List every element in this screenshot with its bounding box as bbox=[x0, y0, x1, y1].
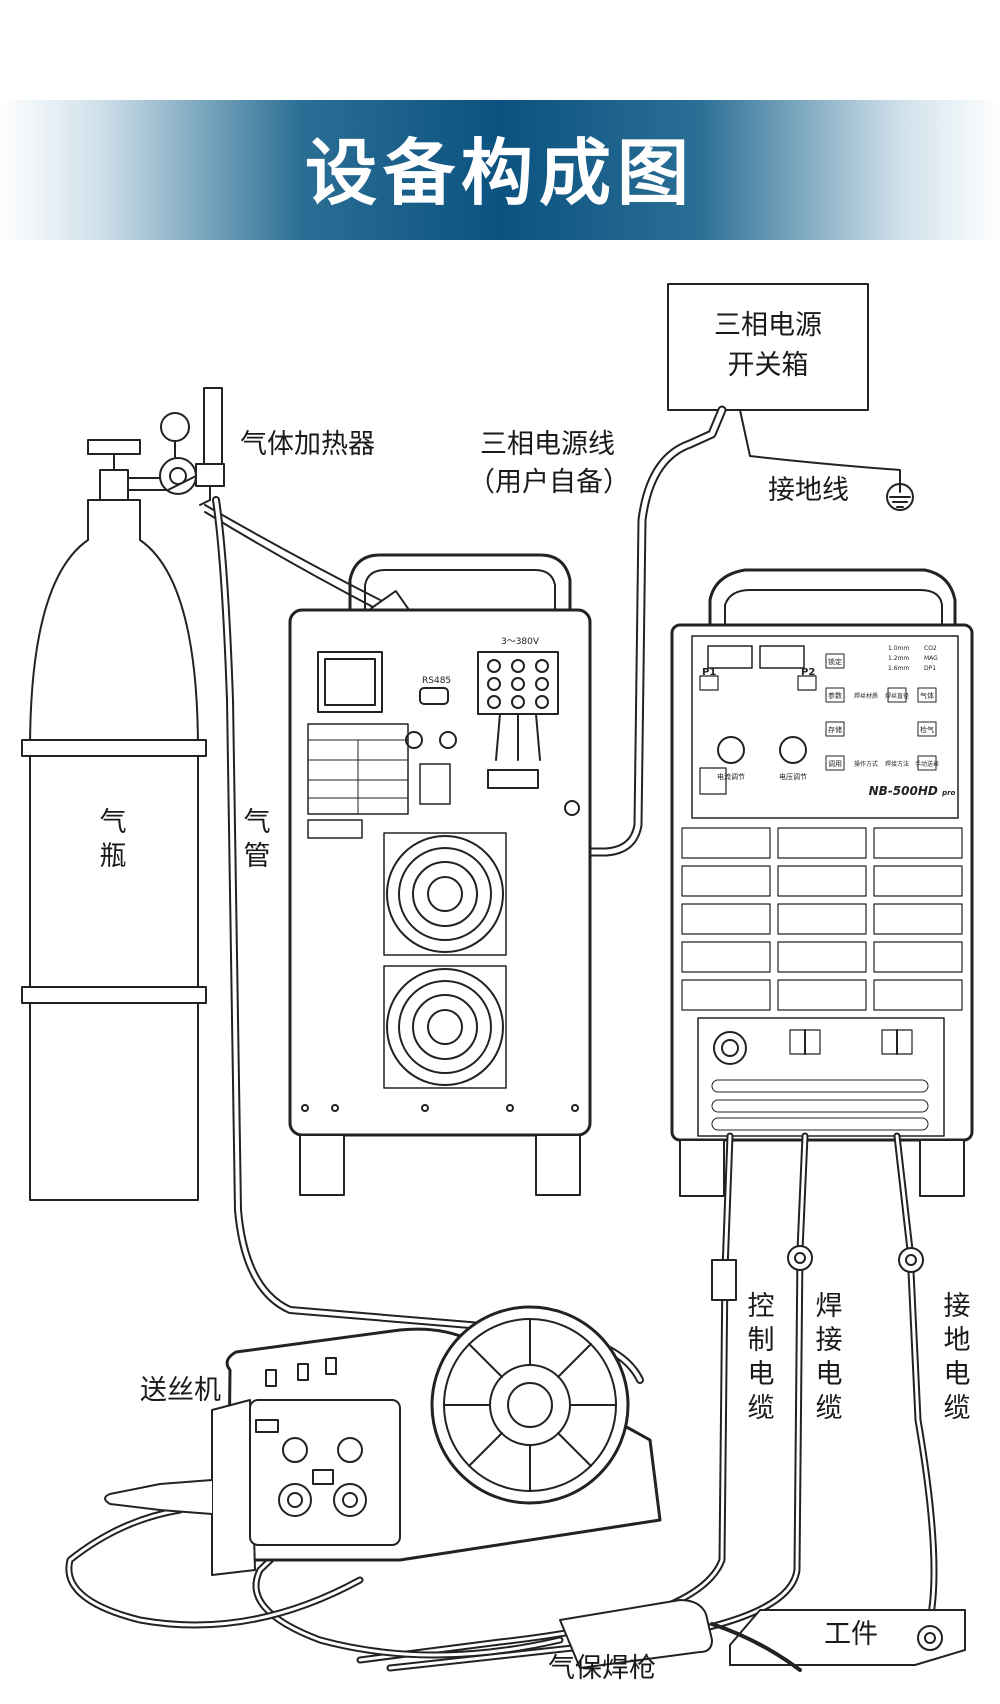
model-suffix: pro bbox=[941, 789, 955, 797]
btn-material-label: 焊丝材质 bbox=[854, 692, 878, 700]
btn-gas-label: 气体 bbox=[920, 691, 934, 700]
wire-feeder-label: 送丝机 bbox=[140, 1375, 221, 1406]
power-cable-label-2: （用户自备） bbox=[468, 467, 630, 498]
gas-cylinder bbox=[21, 439, 207, 1201]
welding-cable-label: 焊接电缆 bbox=[815, 1291, 843, 1424]
btn-diameter-label: 焊丝直径 bbox=[885, 692, 909, 700]
ground-cable-label: 接地电缆 bbox=[943, 1291, 971, 1424]
gas-heater-label: 气体加热器 bbox=[240, 429, 375, 460]
regulator bbox=[159, 387, 225, 506]
opt-2-label: 1.2mm bbox=[888, 655, 909, 662]
btn-param-label: 参数 bbox=[828, 691, 842, 700]
opt-3-label: 1.6mm bbox=[888, 665, 909, 672]
switch-box-label: 三相电源 开关箱 bbox=[670, 306, 866, 386]
gas-cylinder-label: 气瓶 bbox=[99, 807, 127, 872]
opt-co2-label: CO2 bbox=[924, 645, 937, 652]
welding-torch bbox=[559, 1599, 713, 1669]
page-title: 设备构成图 bbox=[304, 131, 695, 215]
gas-hose-label: 气管 bbox=[243, 807, 271, 872]
knob-current-label: 电流调节 bbox=[717, 772, 745, 781]
btn-inch-label: 手动送丝 bbox=[915, 760, 939, 768]
p2-label: P2 bbox=[801, 667, 815, 678]
switch-box-line2: 开关箱 bbox=[727, 350, 809, 381]
ground-wire-label: 接地线 bbox=[768, 475, 849, 506]
workpiece-label: 工件 bbox=[824, 1619, 878, 1650]
btn-store-label: 存储 bbox=[828, 725, 842, 734]
model-name: NB-500HD bbox=[869, 784, 938, 798]
wire-feeder bbox=[104, 1305, 662, 1576]
switch-box bbox=[667, 283, 869, 411]
btn-mode-label: 操作方式 bbox=[854, 760, 878, 768]
btn-check-gas-label: 检气 bbox=[920, 725, 934, 734]
btn-method-label: 焊接方法 bbox=[885, 760, 909, 768]
ground-symbol bbox=[886, 483, 914, 511]
model-label: NB-500HD pro bbox=[869, 784, 956, 798]
control-cable-label: 控制电缆 bbox=[747, 1291, 775, 1424]
workpiece bbox=[729, 1609, 966, 1666]
opt-dp1-label: DP1 bbox=[924, 665, 936, 672]
heater-cable bbox=[204, 504, 401, 611]
rs485-label: RS485 bbox=[422, 676, 451, 686]
front-unit bbox=[670, 568, 974, 1197]
title-banner bbox=[0, 100, 1000, 240]
ground-wire bbox=[739, 409, 901, 493]
switch-box-line1: 三相电源 bbox=[714, 310, 822, 341]
rear-unit bbox=[288, 553, 592, 1196]
btn-recall-label: 调用 bbox=[828, 759, 842, 768]
welding-torch-label: 气保焊枪 bbox=[548, 1653, 656, 1684]
p1-label: P1 bbox=[702, 667, 716, 678]
opt-mag-label: MAG bbox=[924, 655, 938, 662]
opt-1-label: 1.0mm bbox=[888, 645, 909, 652]
voltage-label: 3～380V bbox=[501, 637, 540, 647]
power-cable-label-1: 三相电源线 bbox=[480, 429, 615, 460]
btn-lock-label: 锁定 bbox=[828, 657, 842, 666]
knob-voltage-label: 电压调节 bbox=[779, 772, 807, 781]
